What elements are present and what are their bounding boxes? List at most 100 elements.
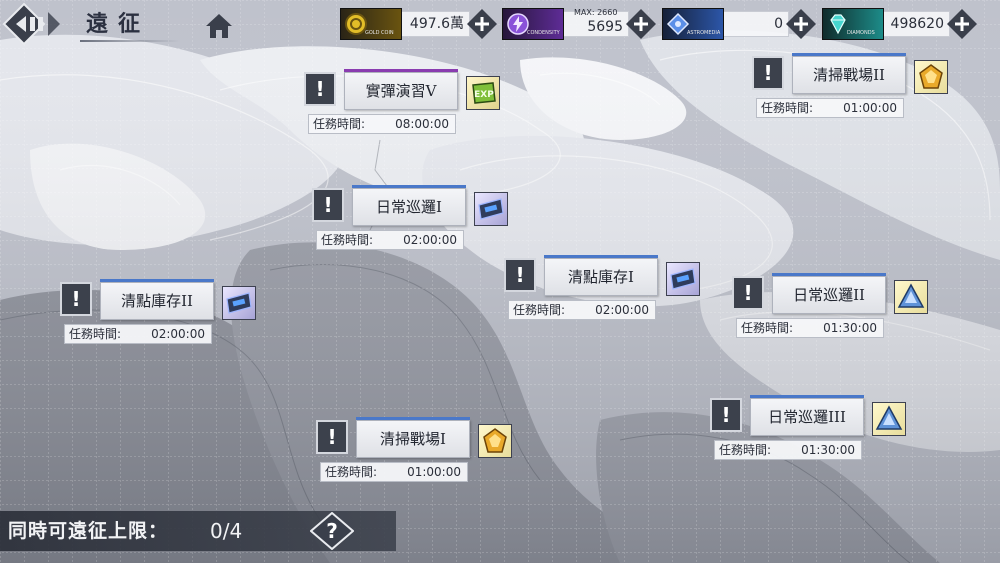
astromedia-icon: ASTROMEDIA [662,8,724,40]
mission-time-plate: 任務時間: 02:00:00 [508,300,656,320]
mission-time-plate: 任務時間: 01:00:00 [320,462,468,482]
resource-astromedia: ASTROMEDIA 0 [662,8,817,40]
help-label: ? [326,519,338,543]
mission-time-plate: 任務時間: 02:00:00 [64,324,212,344]
mission-name: 實彈演習V [365,82,437,100]
svg-text:EXP: EXP [474,90,494,100]
expedition-limit-value: 0/4 [210,519,243,543]
mission-time-value: 08:00:00 [395,117,449,131]
mission-node-clear-battlefield-i[interactable]: ! 清掃戰場I 任務時間: 01:00:00 [316,417,516,500]
mission-time-label: 任務時間: [69,327,122,341]
plus-icon [626,9,656,39]
mission-name-plate[interactable]: 清掃戰場I [356,417,470,458]
mission-name: 日常巡邏I [376,198,442,216]
resource-icon-label: GOLD COIN [365,30,394,36]
resource-diamonds: DIAMONDS 498620 [822,8,978,40]
mission-time-value: 01:00:00 [843,101,897,115]
gold-coin-icon: GOLD COIN [340,8,402,40]
mission-time-plate: 任務時間: 08:00:00 [308,114,456,134]
mission-time-label: 任務時間: [321,233,374,247]
mission-node-inventory-check-i[interactable]: ! 清點庫存I 任務時間: 02:00:00 [504,255,704,338]
help-button[interactable]: ? [309,511,355,551]
mission-time-value: 01:00:00 [407,465,461,479]
expedition-limit-label: 同時可遠征上限： [8,520,169,542]
alert-marker-icon: ! [312,188,344,222]
alert-marker-icon: ! [304,72,336,106]
mission-name-plate[interactable]: 日常巡邏III [750,395,864,436]
blue-crystal-icon [894,280,928,314]
add-astromedia-button[interactable] [785,8,817,40]
mission-time-value: 02:00:00 [151,327,205,341]
home-button[interactable] [204,12,234,40]
mission-time-value: 01:30:00 [823,321,877,335]
mission-node-clear-battlefield-ii[interactable]: ! 清掃戰場II 任務時間: 01:00:00 [752,53,952,136]
plus-icon [947,9,977,39]
gold-ore-icon [914,60,948,94]
alert-marker-icon: ! [752,56,784,90]
exp-chip-icon: EXP [466,76,500,110]
mission-name-plate[interactable]: 日常巡邏II [772,273,886,314]
mission-name-plate[interactable]: 實彈演習V [344,69,458,110]
add-gold-button[interactable] [466,8,498,40]
back-arrow-icon [2,2,60,46]
mission-name-plate[interactable]: 清掃戰場II [792,53,906,94]
stamina-max-label: MAX: 2660 [574,8,618,17]
title-underline [80,40,180,42]
alert-marker-icon: ! [710,398,742,432]
diamond-amount: 498620 [890,16,944,32]
gold-amount: 497.6萬 [409,16,464,32]
plus-icon [467,9,497,39]
mission-node-daily-patrol-i[interactable]: ! 日常巡邏I 任務時間: 02:00:00 [312,185,512,268]
mission-time-plate: 任務時間: 01:00:00 [756,98,904,118]
mission-time-value: 02:00:00 [595,303,649,317]
mission-node-inventory-check-ii[interactable]: ! 清點庫存II 任務時間: 02:00:00 [60,279,260,362]
mission-time-value: 01:30:00 [801,443,855,457]
stamina-amount: 5695 [587,19,623,35]
mission-node-daily-patrol-ii[interactable]: ! 日常巡邏II 任務時間: 01:30:00 [732,273,932,356]
mission-time-label: 任務時間: [513,303,566,317]
page-title: 遠征 [86,12,151,37]
mission-name: 日常巡邏II [793,286,865,304]
alert-marker-icon: ! [60,282,92,316]
plus-icon [786,9,816,39]
mission-name: 清掃戰場II [813,66,885,84]
question-mark-icon [309,511,355,551]
mission-name: 清點庫存II [121,292,193,310]
mission-node-live-fire-exercise-v[interactable]: ! 實彈演習V EXP 任務時間: 08:00:00 [304,69,504,152]
resource-icon-label: CONDENSITY [527,30,560,36]
mission-name: 日常巡邏III [768,408,846,426]
data-card-icon [666,262,700,296]
mission-name: 清掃戰場I [380,430,446,448]
home-icon [206,14,232,38]
alert-marker-icon: ! [316,420,348,454]
mission-time-value: 02:00:00 [403,233,457,247]
add-stamina-button[interactable] [625,8,657,40]
back-button[interactable] [2,2,72,46]
resource-gold: GOLD COIN 497.6萬 [340,8,498,40]
mission-name-plate[interactable]: 清點庫存II [100,279,214,320]
blue-crystal-icon [872,402,906,436]
add-diamond-button[interactable] [946,8,978,40]
resource-icon-label: ASTROMEDIA [687,30,721,36]
mission-time-label: 任務時間: [313,117,366,131]
mission-name-plate[interactable]: 日常巡邏I [352,185,466,226]
mission-time-label: 任務時間: [741,321,794,335]
astromedia-amount: 0 [774,16,783,32]
alert-marker-icon: ! [504,258,536,292]
mission-name-plate[interactable]: 清點庫存I [544,255,658,296]
mission-name: 清點庫存I [568,268,634,286]
stamina-energy-icon: CONDENSITY [502,8,564,40]
resource-icon-label: DIAMONDS [847,30,875,36]
resource-stamina: CONDENSITY MAX: 2660 5695 [502,8,657,40]
mission-time-label: 任務時間: [761,101,814,115]
mission-time-plate: 任務時間: 01:30:00 [736,318,884,338]
diamond-icon: DIAMONDS [822,8,884,40]
gold-ore-icon [478,424,512,458]
alert-marker-icon: ! [732,276,764,310]
mission-time-label: 任務時間: [325,465,378,479]
data-card-icon [474,192,508,226]
mission-time-label: 任務時間: [719,443,772,457]
mission-node-daily-patrol-iii[interactable]: ! 日常巡邏III 任務時間: 01:30:00 [710,395,910,478]
mission-time-plate: 任務時間: 01:30:00 [714,440,862,460]
